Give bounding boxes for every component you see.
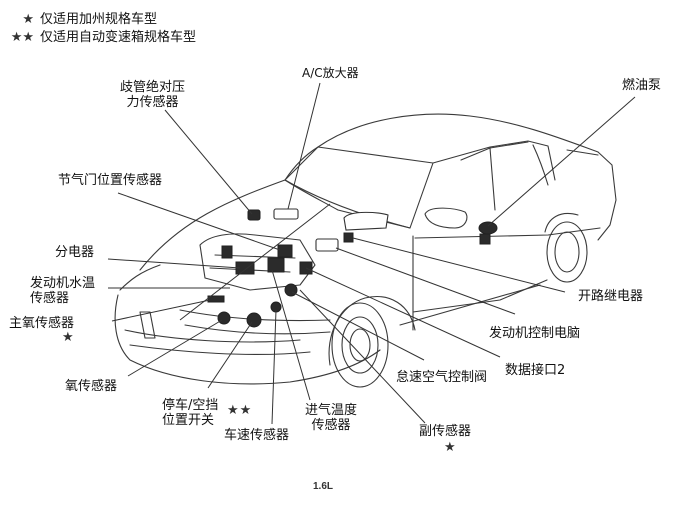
fuel-pump-part bbox=[478, 221, 498, 235]
legend-text: 仅适用自动变速箱规格车型 bbox=[40, 30, 197, 45]
park-neutral-switch-part bbox=[246, 312, 262, 328]
single-star-icon: ★ bbox=[22, 12, 34, 27]
label-line: 位置开关 bbox=[162, 413, 215, 428]
label-circuit-opening-relay: 开路继电器 bbox=[578, 289, 644, 304]
leader-throttle-sensor bbox=[117, 192, 281, 251]
coolant-sensor-part bbox=[221, 245, 233, 259]
label-data-link-connector: 数据接口2 bbox=[505, 363, 566, 378]
label-intake-air-temp-sensor: 进气温度 传感器 bbox=[305, 403, 357, 433]
label-line: 传感器 bbox=[311, 418, 351, 433]
ecu-part bbox=[315, 238, 339, 252]
label-distributor: 分电器 bbox=[55, 245, 95, 260]
legend-text: 仅适用加州规格车型 bbox=[40, 12, 158, 27]
label-main-oxygen-sensor: 主氧传感器 bbox=[9, 316, 75, 331]
o2-sensor-part bbox=[217, 311, 231, 325]
leader-o2 bbox=[127, 319, 223, 377]
label-engine-ecu: 发动机控制电脑 bbox=[489, 326, 581, 341]
label-line: 传感器 bbox=[30, 291, 70, 306]
label-idle-air-control-valve: 怠速空气控制阀 bbox=[396, 370, 488, 385]
components bbox=[207, 208, 498, 328]
leader-data-link bbox=[305, 267, 501, 358]
label-line: 进气温度 bbox=[305, 403, 358, 418]
leader-relay bbox=[352, 237, 566, 293]
fuel-pump-bracket bbox=[479, 233, 491, 245]
dash-panel-part bbox=[343, 211, 389, 231]
label-throttle-position-sensor: 节气门位置传感器 bbox=[58, 173, 163, 188]
label-map-sensor: 歧管绝对压 力传感器 bbox=[120, 80, 185, 110]
california-star-icon: ★ bbox=[444, 440, 457, 455]
label-oxygen-sensor: 氧传感器 bbox=[65, 379, 118, 394]
leader-intake-temp bbox=[271, 269, 311, 401]
label-fuel-pump: 燃油泵 bbox=[622, 78, 662, 93]
leader-ecu bbox=[335, 247, 516, 315]
label-park-neutral-switch: 停车/空挡 位置开关 bbox=[162, 398, 218, 428]
legend-row-automatic: ★★ 仅适用自动变速箱规格车型 bbox=[6, 30, 196, 46]
label-line: 停车/空挡 bbox=[162, 398, 219, 413]
label-ac-amplifier: A/C放大器 bbox=[302, 66, 359, 80]
automatic-star-icon: ★★ bbox=[227, 403, 253, 418]
leader-park-neutral bbox=[207, 321, 253, 389]
label-sub-oxygen-sensor: 副传感器 bbox=[419, 424, 472, 439]
leader-distributor bbox=[107, 258, 241, 269]
throttle-sensor-part bbox=[277, 244, 293, 258]
leader-idle-valve bbox=[291, 291, 425, 361]
california-star-icon: ★ bbox=[62, 330, 75, 345]
leader-speed-sensor bbox=[271, 309, 277, 425]
main-o2-sensor-part bbox=[207, 295, 225, 303]
label-line: 力传感器 bbox=[126, 95, 179, 110]
leader-hood-cross bbox=[179, 203, 331, 321]
legend-row-california: ★ 仅适用加州规格车型 bbox=[6, 12, 157, 28]
double-star-icon: ★★ bbox=[10, 30, 34, 45]
car-body-outline bbox=[114, 113, 617, 388]
leader-sub-o2 bbox=[299, 289, 426, 424]
label-line: 歧管绝对压 bbox=[120, 80, 186, 95]
leader-ac-amplifier bbox=[287, 82, 321, 210]
leader-fuel-pump bbox=[487, 96, 636, 227]
label-coolant-temp-sensor: 发动机水温 传感器 bbox=[30, 276, 95, 306]
engine-displacement-tag: 1.6L bbox=[313, 481, 334, 492]
engine-part-a bbox=[267, 257, 285, 273]
relay-part bbox=[343, 232, 354, 243]
leader-main-o2 bbox=[111, 299, 211, 322]
leader-lines bbox=[107, 82, 636, 425]
label-line: 发动机水温 bbox=[30, 276, 96, 291]
label-vehicle-speed-sensor: 车速传感器 bbox=[224, 428, 290, 443]
ac-amplifier-part bbox=[273, 208, 299, 220]
leader-map-sensor bbox=[164, 109, 253, 215]
